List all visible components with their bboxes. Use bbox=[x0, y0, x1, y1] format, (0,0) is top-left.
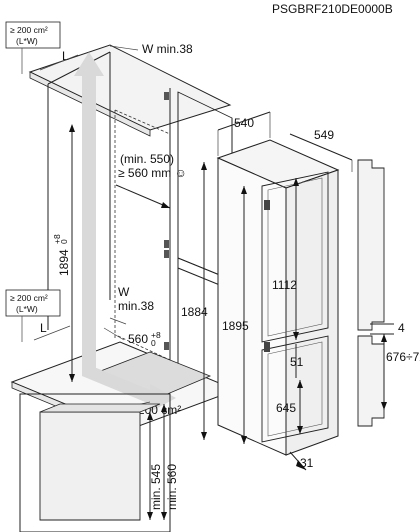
appliance-depth: 549 bbox=[314, 128, 334, 142]
gap-51: 51 bbox=[290, 355, 304, 369]
vent-bottom-w-value: min.38 bbox=[118, 299, 154, 313]
niche-height-tol-top: +8 bbox=[52, 234, 62, 244]
bottom-depth-tol-bottom: 0 bbox=[151, 338, 156, 348]
panel-range: 676÷723 bbox=[386, 350, 420, 364]
vent-bottom-w-title: W bbox=[118, 285, 130, 299]
vent-top-box: ≥ 200 cm² (L*W) bbox=[5, 21, 61, 74]
vent-bottom-box: ≥ 200 cm² (L*W) bbox=[5, 289, 61, 342]
panel-gap: 4 bbox=[398, 321, 405, 335]
niche-cabinet bbox=[10, 44, 238, 437]
total-height: 1895 bbox=[222, 319, 249, 333]
detail-min-560: min. 560 bbox=[165, 464, 179, 510]
door-height: 1884 bbox=[181, 305, 208, 319]
vent-bottom-formula: (L*W) bbox=[16, 304, 38, 314]
door-panel-profile bbox=[357, 159, 394, 427]
niche-depth-min: (min. 550) bbox=[120, 152, 174, 166]
vent-top-w: W min.38 bbox=[142, 42, 193, 56]
vent-bottom-area: ≥ 200 cm² bbox=[10, 293, 48, 303]
niche-height: 1894 bbox=[57, 249, 71, 276]
bottom-depth-tol-top: +8 bbox=[151, 330, 161, 340]
vent-bottom-l: L bbox=[40, 321, 47, 335]
detail-min-545: min. 545 bbox=[149, 464, 163, 510]
vent-top-formula: (L*W) bbox=[16, 36, 38, 46]
freezer-height: 1112 bbox=[272, 278, 297, 292]
detail-cabinet bbox=[19, 393, 171, 532]
vent-top-area: ≥ 200 cm² bbox=[10, 25, 48, 35]
bottom-depth: 560 bbox=[128, 332, 148, 346]
product-code: PSGBRF210DE0000B bbox=[272, 2, 393, 16]
base-gap: 31 bbox=[300, 456, 314, 470]
lower-height: 645 bbox=[276, 401, 296, 415]
niche-height-tol-bottom: 0 bbox=[59, 239, 69, 244]
niche-depth-rec: ≥ 560 mm ☺ bbox=[118, 166, 187, 180]
vent-top-l: L bbox=[62, 49, 69, 63]
